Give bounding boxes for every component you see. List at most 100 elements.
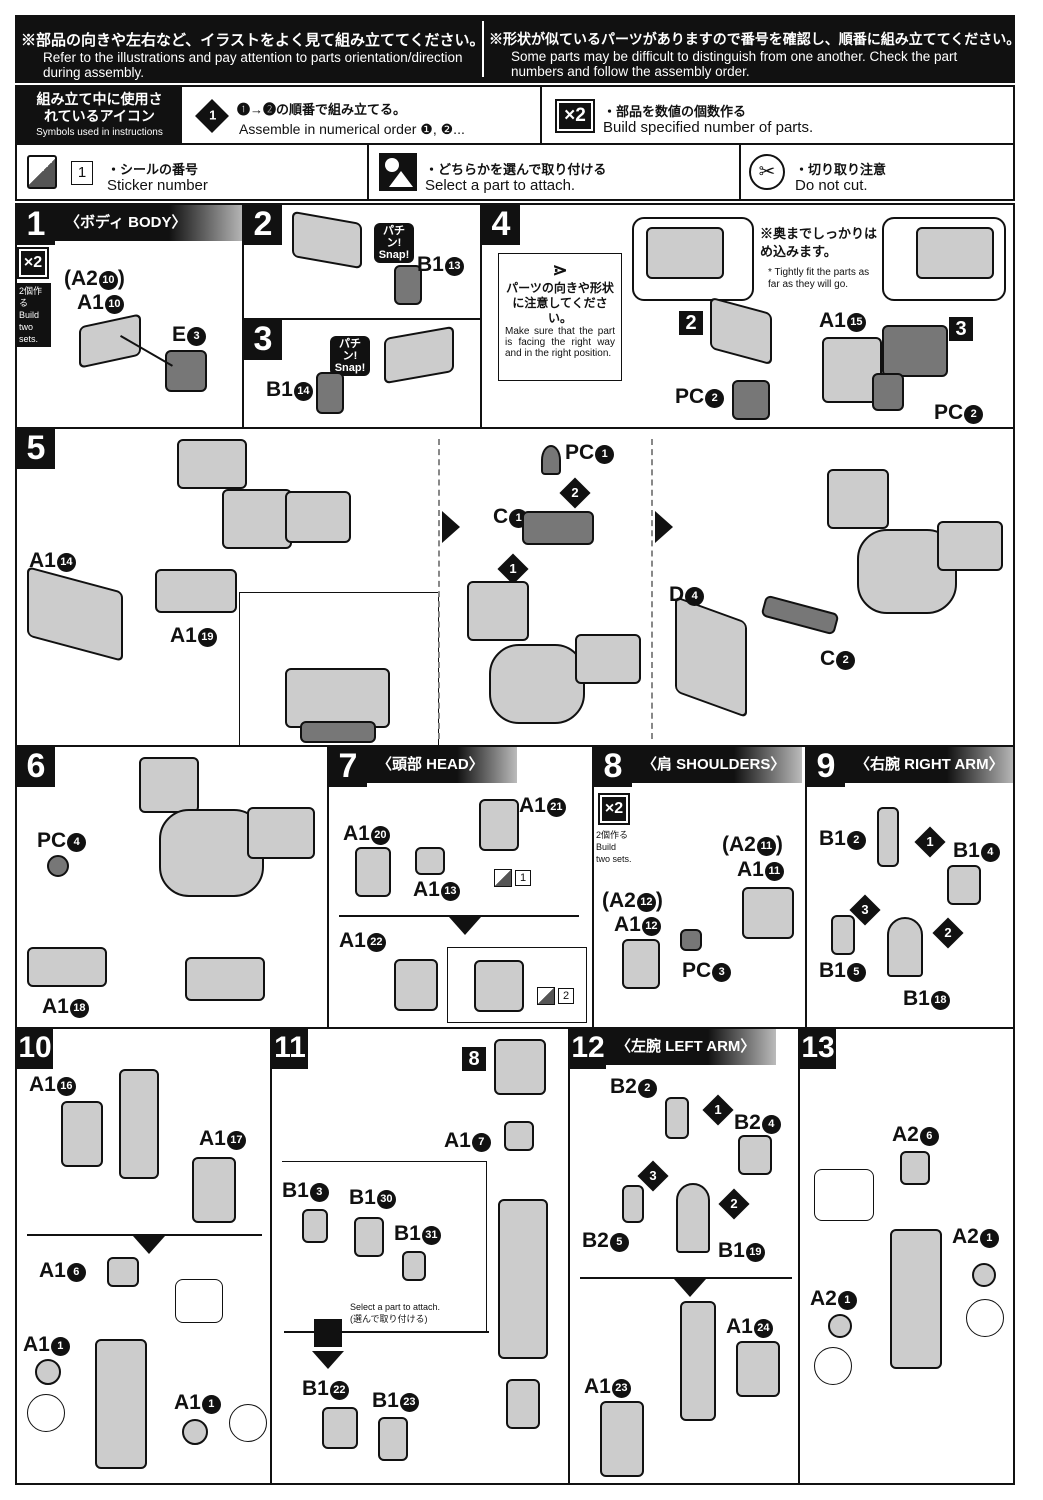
- step-title: 〈右腕 RIGHT ARM〉: [845, 747, 1013, 783]
- part-illustration: [827, 469, 889, 529]
- part-illustration: [504, 1121, 534, 1151]
- part-illustration: [738, 1135, 772, 1175]
- part-illustration: [322, 1407, 358, 1449]
- down-arrow-icon: [312, 1351, 344, 1369]
- part-illustration: [155, 569, 237, 613]
- divider: [27, 1234, 262, 1236]
- order-diamond-icon: 1: [195, 99, 229, 133]
- select-note: Select a part to attach.(選んで取り付ける): [350, 1302, 441, 1324]
- select-part-icon: [314, 1319, 342, 1347]
- part-illustration: [947, 865, 981, 905]
- part-illustration: [354, 1217, 384, 1257]
- part-illustration: [107, 1257, 139, 1287]
- part-illustration: [522, 511, 594, 545]
- down-arrow-icon: [133, 1236, 165, 1254]
- legend-row-1: 組み立て中に使用されているアイコン Symbols used in instru…: [15, 85, 1015, 145]
- sticker-2: 2: [537, 987, 574, 1005]
- sticker-1: 1: [494, 869, 531, 887]
- part-illustration: [222, 489, 292, 549]
- x2-icon: ×2: [555, 99, 595, 133]
- select-jp: ・どちらかを選んで取り付ける: [425, 162, 607, 177]
- part-illustration: [732, 380, 770, 420]
- sticker-icon: [27, 155, 57, 189]
- step-title: 〈頭部 HEAD〉: [367, 747, 517, 783]
- detail-inset: [175, 1279, 223, 1323]
- note-en: Make sure that the part is facing the ri…: [505, 326, 615, 359]
- part-illustration: [119, 1069, 159, 1179]
- sticker-number-icon: 1: [71, 161, 93, 185]
- step-number: 13: [800, 1029, 836, 1069]
- detail-inset: [27, 1394, 65, 1432]
- part-illustration: [872, 373, 904, 411]
- sticker-jp: ・シールの番号: [107, 162, 199, 177]
- divider: [739, 145, 741, 199]
- part-illustration: [710, 296, 772, 366]
- detail-inset: [447, 947, 587, 1023]
- selection-bracket: [282, 1161, 487, 1331]
- part-illustration: [489, 644, 585, 724]
- step-number: 4: [482, 205, 520, 245]
- part-illustration: [937, 521, 1003, 571]
- detail-inset: [229, 1404, 267, 1442]
- part-illustration: [887, 917, 923, 977]
- part-illustration: [316, 372, 344, 414]
- part-illustration: [828, 1314, 852, 1338]
- fit-note-en: * Tightly fit the parts as far as they w…: [768, 267, 870, 290]
- step-number: 3: [244, 320, 282, 360]
- part-illustration: [402, 1251, 426, 1281]
- part-illustration: [177, 439, 247, 489]
- part-illustration: [822, 337, 882, 403]
- part-illustration: [900, 1151, 930, 1185]
- sequence-marker: 2: [559, 477, 591, 509]
- detail-bubble: [882, 217, 1006, 301]
- part-illustration: [185, 957, 265, 1001]
- detail-inset: [814, 1169, 874, 1221]
- part-illustration: [742, 887, 794, 939]
- part-illustration: [882, 325, 948, 377]
- step-title: 〈肩 SHOULDERS〉: [632, 747, 802, 783]
- down-arrow-icon: [449, 917, 481, 935]
- part-illustration: [394, 959, 438, 1011]
- legend-title: 組み立て中に使用されているアイコン Symbols used in instru…: [17, 87, 182, 143]
- detail-inset: [239, 592, 439, 745]
- order-jp: ❶→❷の順番で組み立てる。: [237, 102, 407, 117]
- snap-callout: パチン! Snap!: [374, 223, 414, 263]
- part-illustration: [378, 1417, 408, 1461]
- x2-jp: ・部品を数値の個数作る: [603, 104, 747, 119]
- note-jp: パーツの向きや形状に注意してください。: [506, 281, 614, 325]
- part-illustration: [622, 939, 660, 989]
- part-illustration: [877, 807, 899, 867]
- order-en: Assemble in numerical order ❶, ❷...: [239, 121, 465, 137]
- part-illustration: [27, 566, 123, 662]
- part-illustration: [498, 1199, 548, 1359]
